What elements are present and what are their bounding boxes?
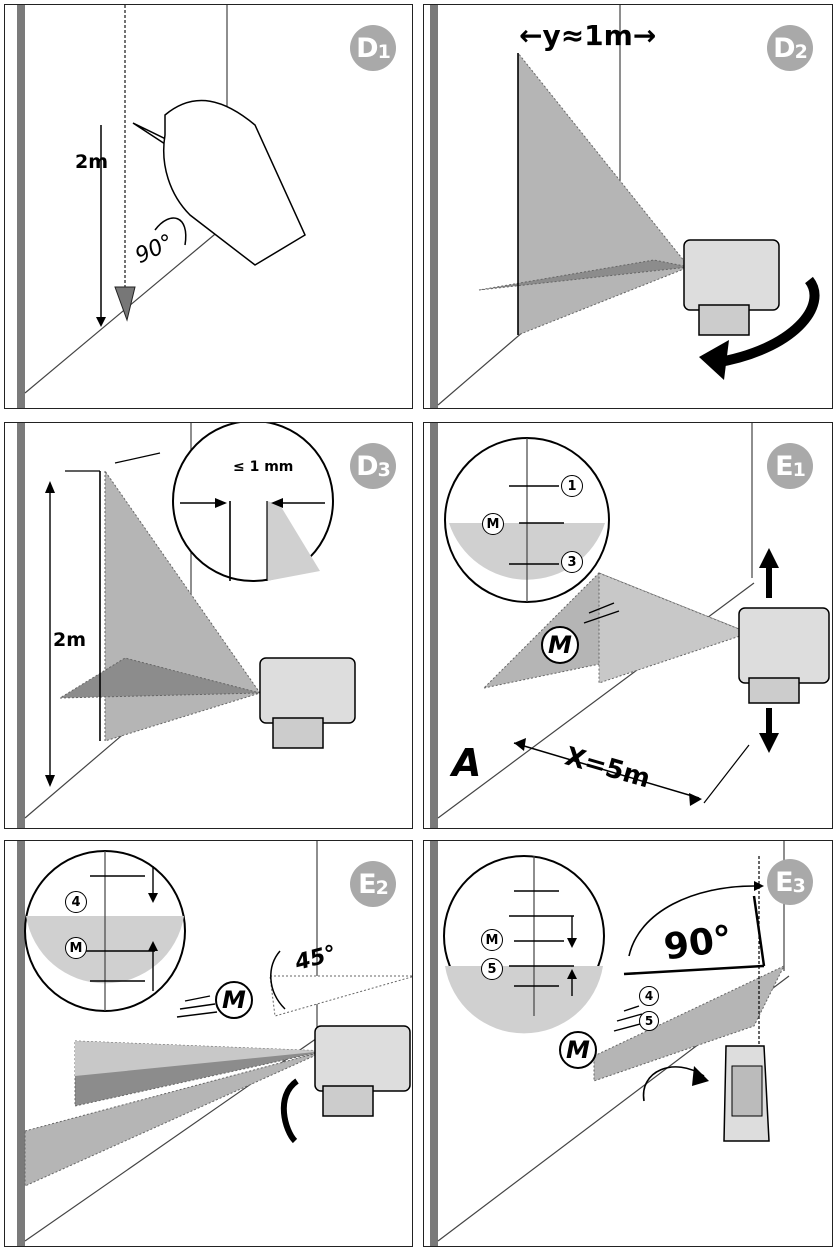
- tolerance-label: ≤ 1 mm: [233, 459, 294, 475]
- e2-illustration: [17, 841, 412, 1246]
- laser-device-icon: [683, 239, 780, 311]
- horizontal-beam: [478, 259, 690, 291]
- rotate-arrow-icon: [713, 276, 820, 368]
- d1-illustration: [17, 5, 306, 408]
- height-label: 2m: [53, 629, 87, 651]
- point-m-label: M: [559, 1031, 597, 1069]
- mark-1-label: 1: [561, 475, 583, 497]
- mark-4b-label: 4: [639, 986, 659, 1006]
- mark-5b-label: 5: [639, 1011, 659, 1031]
- d3-illustration: [17, 423, 356, 828]
- mark-4-label: 4: [65, 891, 87, 913]
- height-label: 2m: [75, 151, 109, 173]
- wall-edge: [17, 5, 25, 408]
- mark-5-label: 5: [481, 958, 503, 980]
- point-m-label: M: [215, 981, 253, 1019]
- mark-m-label: M: [481, 929, 503, 951]
- hand-icon: [163, 99, 306, 266]
- mark-m-label: M: [65, 937, 87, 959]
- rotate-arrow-icon: [280, 1078, 299, 1144]
- mark-m-label: M: [482, 513, 504, 535]
- e3-illustration: [430, 841, 790, 1246]
- up-arrow-icon: [759, 548, 779, 568]
- vertical-beam: [517, 51, 690, 336]
- laser-device-icon: [259, 657, 356, 724]
- laser-device-icon: [314, 1025, 411, 1092]
- point-a-label: A: [452, 741, 482, 785]
- distance-label: ←y≈1m→: [519, 19, 657, 52]
- point-m-label: M: [541, 626, 579, 664]
- mark-3-label: 3: [561, 551, 583, 573]
- plumb-bob-icon: [114, 286, 136, 322]
- d2-illustration: [430, 5, 820, 408]
- laser-device-icon: [738, 607, 830, 684]
- down-arrow-icon: [759, 733, 779, 753]
